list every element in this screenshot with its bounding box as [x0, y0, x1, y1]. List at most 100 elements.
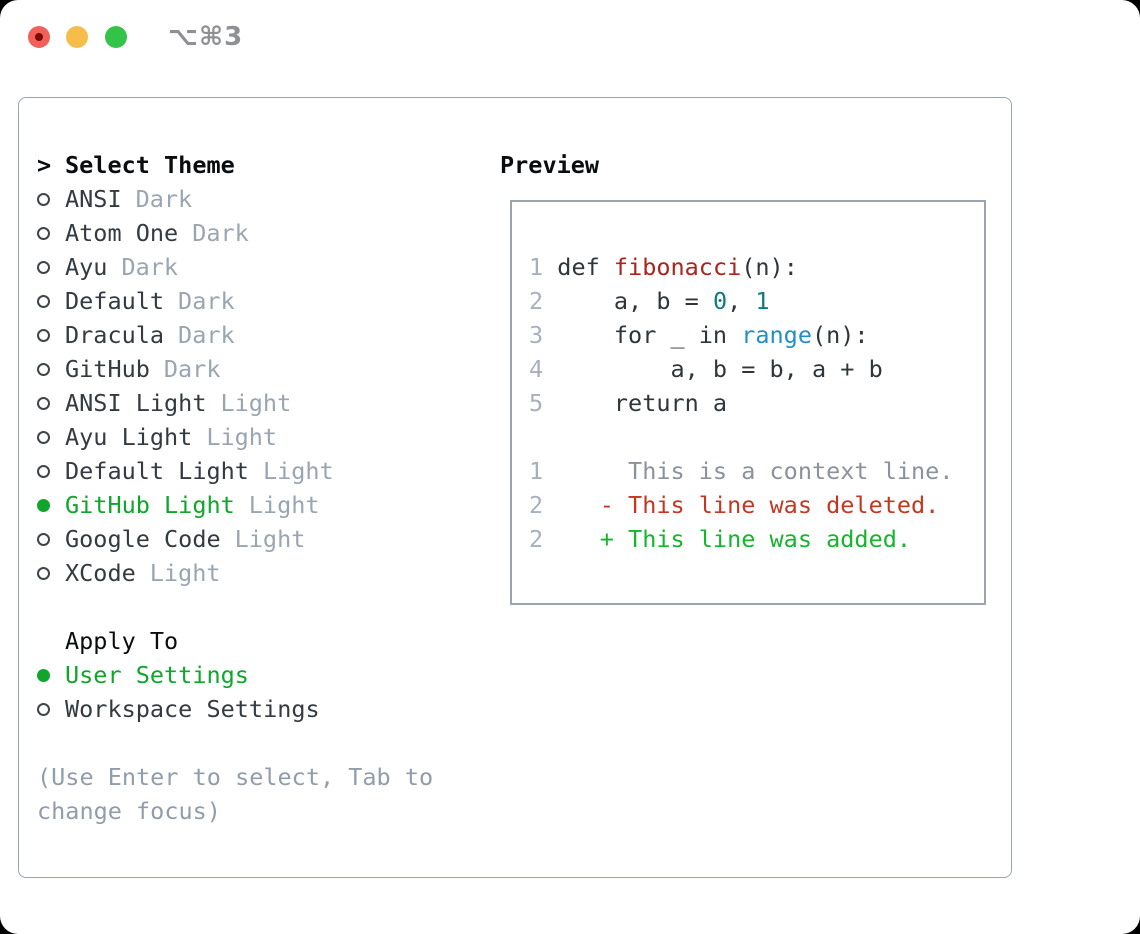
code-segment: This is a context line. — [543, 457, 954, 485]
option-label: Atom One — [65, 219, 179, 247]
option-label: Ayu — [65, 253, 108, 281]
variant-label: Dark — [178, 321, 235, 349]
code-segment: def — [543, 253, 614, 281]
hint-text: (Use Enter to select, Tab to change focu… — [37, 760, 433, 828]
variant-label: Light — [220, 389, 292, 417]
line-number: 4 — [529, 355, 544, 383]
code-segment: fibonacci — [613, 253, 742, 281]
hint-line-2: change focus) — [37, 797, 221, 825]
option-label: GitHub Light — [65, 491, 235, 519]
variant-label: Light — [248, 491, 320, 519]
code-segment: return a — [543, 389, 728, 417]
radio-unselected-icon[interactable] — [37, 464, 50, 478]
select-theme-heading: > Select Theme — [37, 148, 334, 182]
line-number: 2 — [529, 525, 544, 553]
preview-title: Preview — [500, 151, 600, 179]
apply-to-option[interactable]: User Settings — [37, 658, 320, 692]
theme-option[interactable]: ANSI Dark — [37, 182, 334, 216]
variant-label: Dark — [121, 253, 179, 281]
apply-to-option[interactable]: Workspace Settings — [37, 692, 320, 726]
code-segment — [543, 525, 600, 553]
option-label: Google Code — [65, 525, 221, 553]
theme-option[interactable]: Default Dark — [37, 284, 334, 318]
theme-selector-panel — [18, 97, 1012, 878]
theme-option[interactable]: Ayu Dark — [37, 250, 334, 284]
option-label: ANSI Light — [65, 389, 207, 417]
radio-unselected-icon[interactable] — [37, 294, 50, 308]
option-label: Dracula — [65, 321, 165, 349]
minimize-button[interactable] — [66, 26, 88, 48]
variant-label: Dark — [192, 219, 249, 247]
theme-option[interactable]: GitHub Dark — [37, 352, 334, 386]
radio-selected-icon[interactable] — [37, 498, 50, 512]
variant-label: Dark — [163, 355, 221, 383]
code-segment: 1 — [755, 287, 770, 315]
line-number: 1 — [529, 253, 544, 281]
code-segment: (n): — [811, 321, 869, 349]
theme-option[interactable]: GitHub Light Light — [37, 488, 334, 522]
code-line: 1 This is a context line. — [529, 454, 984, 488]
zoom-button[interactable] — [105, 26, 127, 48]
line-number: 2 — [529, 491, 544, 519]
option-label: User Settings — [65, 661, 249, 689]
theme-option[interactable]: ANSI Light Light — [37, 386, 334, 420]
code-segment: range — [741, 321, 812, 349]
code-segment: + This line was added. — [599, 525, 912, 553]
code-segment: (n): — [741, 253, 798, 281]
option-label: Workspace Settings — [65, 695, 320, 723]
code-segment: , — [727, 287, 756, 315]
radio-unselected-icon[interactable] — [37, 260, 50, 274]
code-line: 3 for _ in range(n): — [529, 318, 984, 352]
variant-label: Dark — [178, 287, 235, 315]
close-dot-icon — [35, 33, 43, 41]
hint-line-1: (Use Enter to select, Tab to — [37, 763, 434, 791]
variant-label: Light — [262, 457, 334, 485]
option-label: ANSI — [65, 185, 122, 213]
radio-selected-icon[interactable] — [37, 668, 50, 682]
close-button[interactable] — [28, 26, 50, 48]
option-label: Default Light — [65, 457, 249, 485]
apply-to-heading: Apply To — [37, 624, 320, 658]
radio-unselected-icon[interactable] — [37, 702, 50, 716]
theme-option[interactable]: Dracula Dark — [37, 318, 334, 352]
radio-unselected-icon[interactable] — [37, 226, 50, 240]
radio-unselected-icon[interactable] — [37, 328, 50, 342]
code-segment: - This line was deleted. — [599, 491, 940, 519]
apply-to-title: Apply To — [65, 627, 179, 655]
line-number: 3 — [529, 321, 544, 349]
radio-unselected-icon[interactable] — [37, 192, 50, 206]
theme-option[interactable]: Default Light Light — [37, 454, 334, 488]
line-number: 5 — [529, 389, 544, 417]
radio-unselected-icon[interactable] — [37, 566, 50, 580]
keyboard-shortcut-label: ⌥⌘3 — [168, 22, 244, 52]
radio-unselected-icon[interactable] — [37, 532, 50, 546]
variant-label: Dark — [135, 185, 193, 213]
code-segment: 0 — [712, 287, 728, 315]
code-segment — [543, 491, 600, 519]
radio-unselected-icon[interactable] — [37, 362, 50, 376]
code-line: 2 a, b = 0, 1 — [529, 284, 984, 318]
variant-label: Light — [234, 525, 306, 553]
option-label: GitHub — [65, 355, 150, 383]
theme-option[interactable]: Atom One Dark — [37, 216, 334, 250]
line-number: 1 — [529, 457, 544, 485]
code-line: 1 def fibonacci(n): — [529, 250, 984, 284]
prompt-marker: > — [37, 151, 52, 179]
code-segment: a, b = b, a + b — [543, 355, 883, 383]
option-label: Default — [65, 287, 165, 315]
line-number: 2 — [529, 287, 544, 315]
code-segment: a, b = — [543, 287, 713, 315]
theme-option[interactable]: Google Code Light — [37, 522, 334, 556]
radio-unselected-icon[interactable] — [37, 430, 50, 444]
select-theme-title: Select Theme — [65, 151, 235, 179]
option-label: XCode — [65, 559, 136, 587]
option-label: Ayu Light — [65, 423, 193, 451]
code-line: 5 return a — [529, 386, 984, 420]
radio-unselected-icon[interactable] — [37, 396, 50, 410]
